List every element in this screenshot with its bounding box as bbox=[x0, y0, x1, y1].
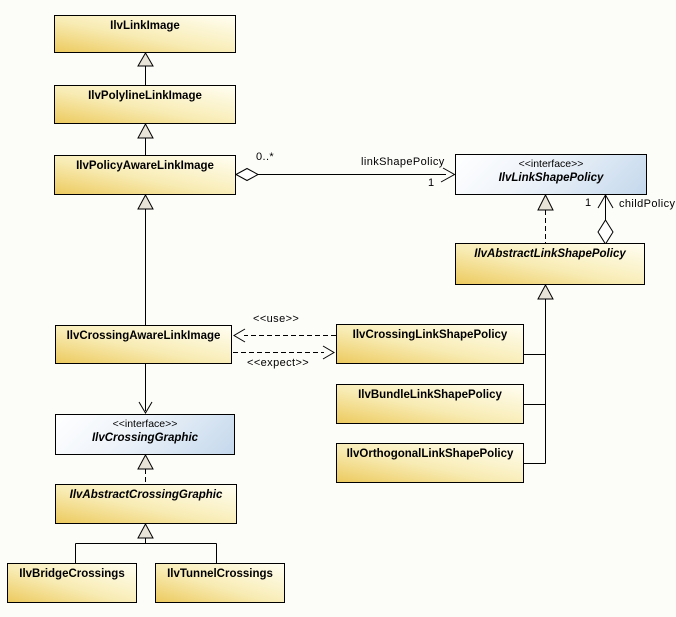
label-linkshapepolicy-role: linkShapePolicy bbox=[361, 156, 445, 168]
label-use-stereotype: <<use>> bbox=[253, 313, 300, 325]
dependency-use bbox=[233, 328, 336, 343]
aggregation-linkshapepolicy bbox=[234, 167, 456, 183]
realization-abstractcrossinggraphic-to-crossinggraphic bbox=[137, 453, 154, 484]
label-childpolicy-multiplicity-1: 1 bbox=[585, 197, 592, 209]
generalization-crossingawarelinkimage-to-policyawarelinkimage bbox=[137, 193, 154, 325]
label-childpolicy-role: childPolicy bbox=[619, 198, 676, 210]
class-name: IlvCrossingAwareLinkImage bbox=[66, 330, 221, 342]
class-name: IlvOrthogonalLinkShapePolicy bbox=[346, 448, 514, 460]
interface-ilv-link-shape-policy[interactable]: <<interface>> IlvLinkShapePolicy bbox=[455, 154, 647, 195]
class-name: IlvPolylineLinkImage bbox=[88, 90, 202, 102]
class-ilv-crossing-aware-link-image[interactable]: IlvCrossingAwareLinkImage bbox=[55, 325, 232, 364]
class-ilv-bundle-link-shape-policy[interactable]: IlvBundleLinkShapePolicy bbox=[336, 384, 524, 424]
generalization-policyawarelinkimage-to-polylinelinkimage bbox=[137, 122, 154, 155]
class-ilv-policy-aware-link-image[interactable]: IlvPolicyAwareLinkImage bbox=[54, 155, 236, 195]
interface-stereotype: <<interface>> bbox=[112, 418, 178, 430]
class-name: IlvBridgeCrossings bbox=[19, 568, 125, 580]
class-ilv-polyline-link-image[interactable]: IlvPolylineLinkImage bbox=[54, 85, 236, 124]
class-name: IlvLinkShapePolicy bbox=[498, 172, 604, 184]
class-name: IlvCrossingGraphic bbox=[91, 432, 199, 444]
label-multiplicity-1: 1 bbox=[428, 177, 435, 189]
class-ilv-tunnel-crossings[interactable]: IlvTunnelCrossings bbox=[155, 563, 285, 603]
aggregation-childpolicy bbox=[597, 193, 614, 245]
class-name: IlvAbstractLinkShapePolicy bbox=[474, 248, 626, 260]
label-multiplicity-0-star: 0..* bbox=[256, 151, 275, 163]
realization-abstractlinkshapepolicy-to-linkshapepolicy bbox=[537, 193, 554, 243]
class-ilv-orthogonal-link-shape-policy[interactable]: IlvOrthogonalLinkShapePolicy bbox=[336, 443, 524, 483]
class-name: IlvTunnelCrossings bbox=[167, 568, 273, 580]
class-name: IlvCrossingLinkShapePolicy bbox=[352, 329, 508, 341]
generalization-tree-crossings bbox=[75, 522, 217, 563]
class-ilv-bridge-crossings[interactable]: IlvBridgeCrossings bbox=[7, 563, 137, 603]
class-name: IlvBundleLinkShapePolicy bbox=[358, 389, 502, 401]
interface-ilv-crossing-graphic[interactable]: <<interface>> IlvCrossingGraphic bbox=[55, 414, 235, 455]
generalization-tree-shapepolicies bbox=[524, 283, 554, 464]
association-crossingawarelinkimage-to-crossinggraphic bbox=[138, 364, 153, 414]
class-ilv-abstract-crossing-graphic[interactable]: IlvAbstractCrossingGraphic bbox=[55, 484, 237, 524]
generalization-polylinelinkimage-to-linkimage bbox=[137, 51, 154, 85]
class-ilv-link-image[interactable]: IlvLinkImage bbox=[54, 15, 236, 53]
class-ilv-crossing-link-shape-policy[interactable]: IlvCrossingLinkShapePolicy bbox=[336, 324, 524, 364]
interface-stereotype: <<interface>> bbox=[518, 158, 584, 170]
class-name: IlvAbstractCrossingGraphic bbox=[69, 489, 223, 501]
label-expect-stereotype: <<expect>> bbox=[247, 357, 310, 369]
class-ilv-abstract-link-shape-policy[interactable]: IlvAbstractLinkShapePolicy bbox=[455, 243, 645, 285]
class-name: IlvPolicyAwareLinkImage bbox=[76, 160, 214, 172]
class-name: IlvLinkImage bbox=[110, 20, 180, 32]
